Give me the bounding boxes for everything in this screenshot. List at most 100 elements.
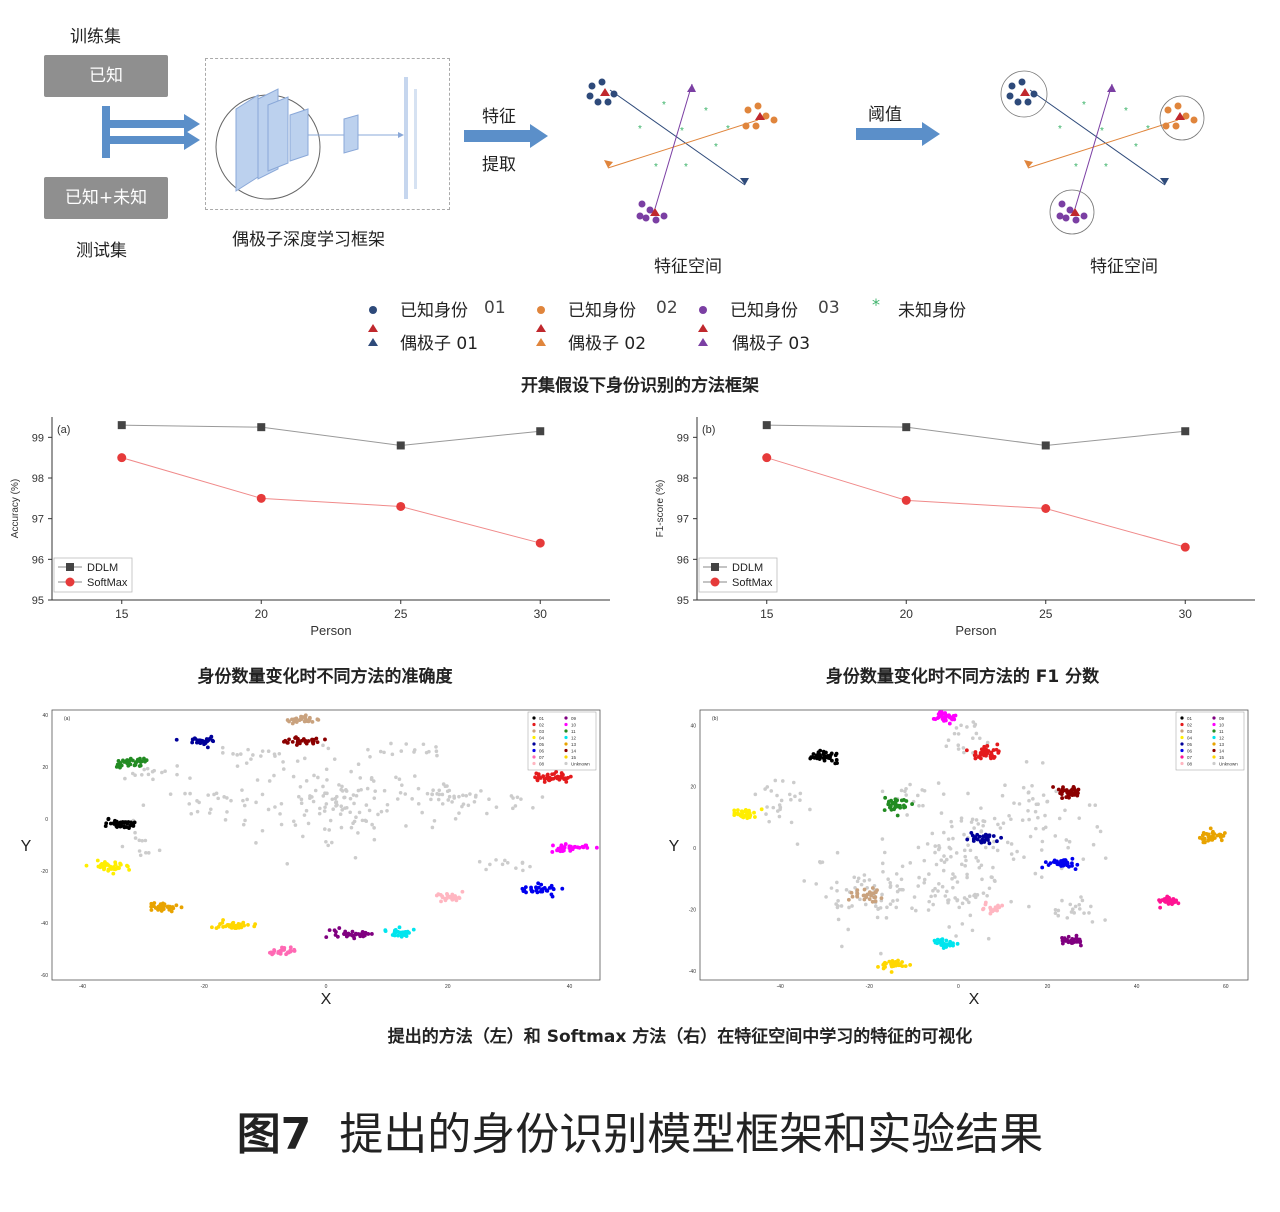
point-softmax	[762, 453, 772, 463]
point-unknown	[394, 775, 398, 780]
point-unknown	[974, 818, 979, 822]
point-unknown	[238, 752, 243, 756]
point-09	[1074, 936, 1079, 941]
point-09	[369, 932, 374, 936]
x-tick-label: -20	[201, 984, 208, 990]
point-softmax	[256, 493, 266, 503]
x-tick-label: 40	[1134, 984, 1140, 990]
point-unknown	[946, 738, 951, 743]
y-tick-label: -40	[689, 969, 696, 975]
point-unknown	[279, 801, 284, 806]
point-unknown	[277, 751, 282, 756]
y-tick-label: 0	[45, 817, 48, 823]
point-06	[1075, 862, 1080, 867]
point-07	[1167, 896, 1171, 901]
point-13	[159, 905, 163, 910]
point-unknown	[954, 934, 958, 938]
point-unknown	[421, 742, 426, 747]
point-unknown	[404, 824, 408, 828]
x-axis-label: Person	[955, 623, 996, 638]
point-unknown	[410, 797, 414, 801]
point-11	[889, 798, 893, 803]
point-06	[1040, 865, 1045, 870]
point-unknown	[368, 755, 372, 759]
point-unknown	[403, 792, 408, 796]
legend-marker	[532, 716, 536, 720]
point-03	[302, 719, 307, 724]
point-08	[436, 892, 441, 897]
point-unknown	[214, 791, 219, 796]
point-unknown	[326, 843, 330, 848]
point-14	[285, 740, 290, 745]
point-01	[814, 753, 819, 758]
x-axis-label: X	[321, 991, 332, 1008]
point-unknown	[985, 893, 989, 898]
point-12	[397, 925, 402, 930]
point-02	[566, 775, 570, 780]
legend-marker	[532, 761, 536, 766]
point-unknown	[229, 798, 233, 803]
point-unknown	[967, 894, 972, 899]
point-unknown	[764, 812, 768, 816]
point-unknown	[1053, 834, 1058, 838]
point-unknown	[376, 812, 380, 817]
point-unknown	[1103, 856, 1108, 860]
point-12	[393, 927, 398, 932]
point-unknown	[251, 753, 255, 757]
point-07	[292, 947, 297, 952]
point-unknown	[279, 822, 284, 827]
point-unknown	[216, 796, 220, 801]
point-unknown	[259, 754, 263, 758]
plot-frame	[699, 709, 1249, 981]
x-tick-label: -40	[79, 984, 86, 990]
point-unknown	[905, 813, 909, 817]
point-unknown	[435, 753, 439, 758]
point-03	[855, 894, 860, 899]
point-05	[987, 833, 992, 838]
point-unknown	[920, 788, 925, 792]
point-07	[267, 950, 272, 955]
point-13	[1197, 835, 1202, 840]
point-09	[362, 933, 367, 938]
point-unknown	[420, 810, 424, 815]
point-unknown	[344, 806, 349, 810]
point-unknown	[365, 786, 370, 791]
cluster-13	[149, 901, 184, 914]
svg-text:*: *	[654, 162, 658, 173]
point-07	[1176, 901, 1181, 906]
point-unknown	[260, 828, 265, 833]
point-unknown	[206, 793, 210, 797]
point-07	[288, 945, 293, 950]
point-10	[562, 845, 567, 850]
point-unknown	[145, 766, 150, 771]
point-14	[1067, 795, 1071, 800]
point-unknown	[1056, 908, 1061, 913]
point-unknown	[353, 855, 358, 860]
point-09	[1070, 937, 1075, 941]
point-unknown	[389, 741, 393, 746]
feature-extract-arrow-icon	[464, 124, 548, 148]
point-unknown	[1000, 793, 1005, 798]
point-unknown	[222, 795, 226, 799]
point-unknown	[379, 809, 384, 814]
point-11	[891, 800, 896, 805]
point-09	[343, 931, 348, 936]
point-unknown	[434, 749, 439, 754]
legend-label: 08	[539, 761, 545, 766]
point-unknown	[249, 757, 253, 761]
x-axis-label: X	[969, 991, 980, 1008]
legend-label: 06	[1187, 748, 1193, 753]
legend-marker	[66, 563, 74, 571]
point-unknown	[344, 789, 349, 793]
point-unknown	[939, 858, 944, 862]
legend-marker	[1180, 761, 1184, 766]
point-08	[460, 889, 465, 894]
point-unknown	[853, 886, 857, 890]
unknown-points	[120, 741, 545, 873]
point-unknown	[1026, 808, 1030, 813]
point-unknown	[1041, 793, 1046, 797]
cluster-11	[882, 795, 915, 818]
point-unknown	[188, 791, 192, 796]
point-unknown	[351, 793, 356, 797]
